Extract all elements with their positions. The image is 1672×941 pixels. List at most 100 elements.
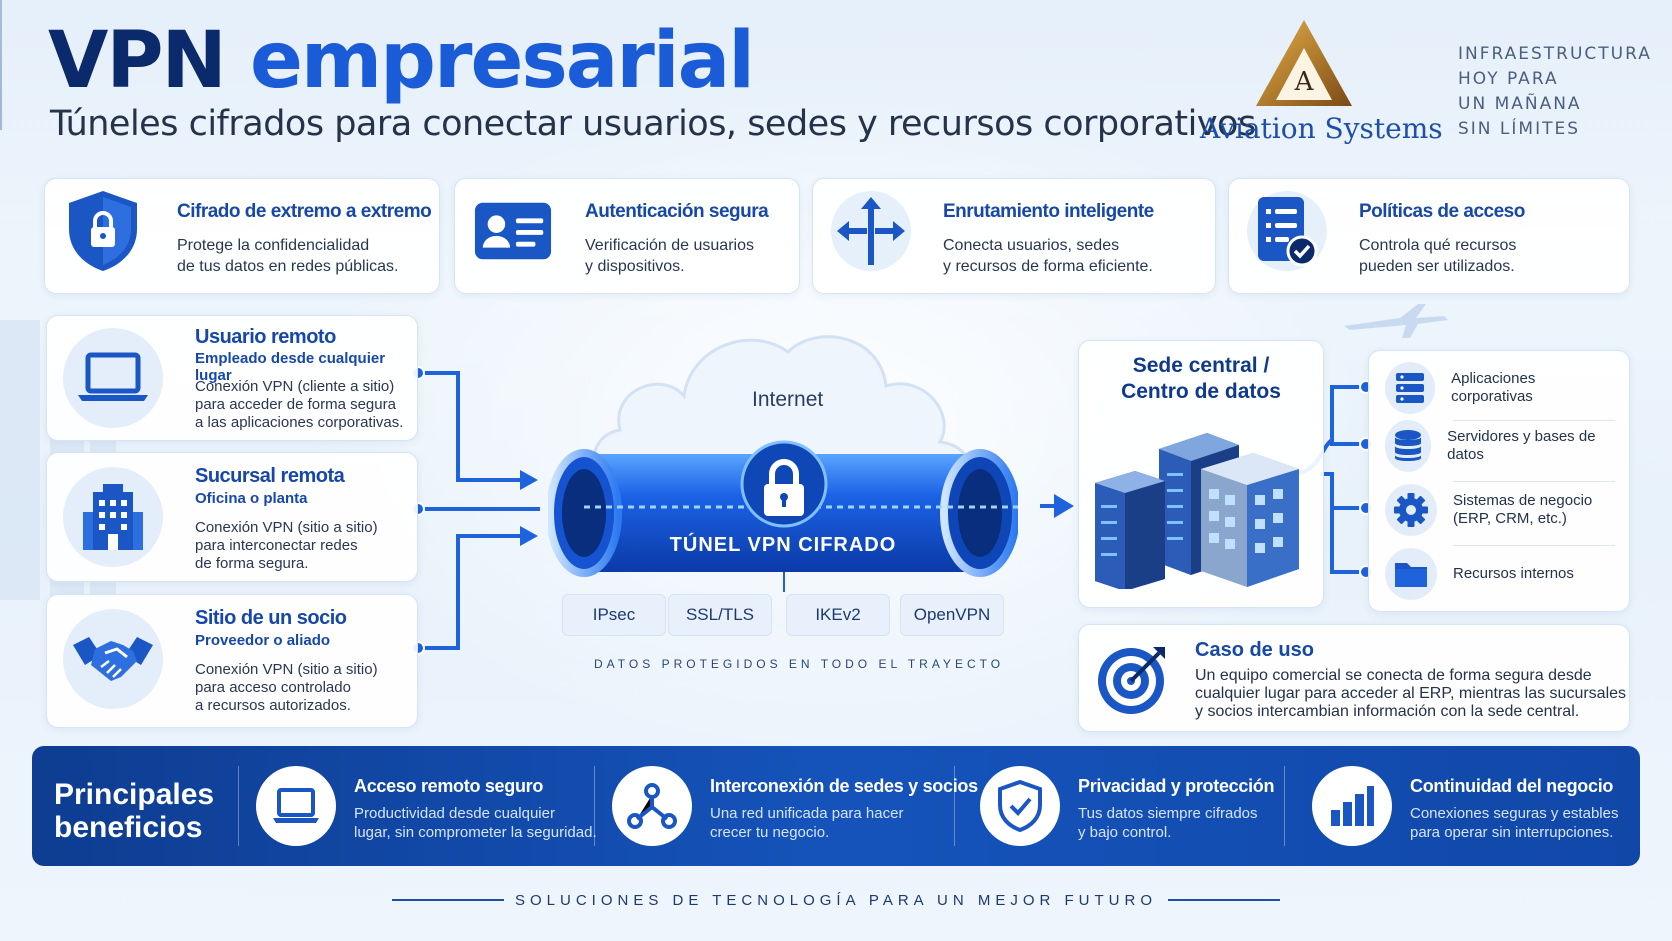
resource-item: Aplicaciones corporativas: [1385, 360, 1615, 416]
slogan-line: SIN LÍMITES: [1458, 119, 1581, 139]
benefit-desc-line: Una red unificada para hacer: [710, 805, 904, 822]
source-title: Usuario remoto: [195, 326, 336, 348]
footer-rule-right: [1168, 899, 1280, 901]
resource-item: Servidores y bases de datos: [1385, 418, 1615, 474]
use-case-desc-line: Un equipo comercial se conecta de forma …: [1195, 667, 1592, 684]
benefit-title: Interconexión de sedes y socios: [710, 776, 978, 796]
benefits-heading-line: Principales: [54, 778, 215, 811]
policy-document-icon: [1247, 191, 1327, 271]
source-desc-line: a recursos autorizados.: [195, 697, 351, 714]
use-case-desc: Un equipo comercial se conecta de forma …: [1195, 667, 1626, 721]
hq-card: Sede central / Centro de datos: [1078, 340, 1324, 608]
benefit-desc-line: y bajo control.: [1078, 824, 1172, 841]
benefit-desc-line: Tus datos siempre cifrados: [1078, 805, 1258, 822]
divider: [1453, 481, 1615, 482]
feature-title: Políticas de acceso: [1359, 201, 1525, 222]
benefit-title: Privacidad y protección: [1078, 776, 1275, 796]
source-card-remote-user: Usuario remoto Empleado desde cualquier …: [46, 315, 418, 441]
benefit-desc-line: Conexiones seguras y estables: [1410, 805, 1619, 822]
source-desc-line: para interconectar redes: [195, 537, 358, 554]
internet-cloud: [592, 335, 972, 488]
protected-caption: DATOS PROTEGIDOS EN TODO EL TRAYECTO: [594, 657, 1005, 671]
feature-desc: Controla qué recursos pueden ser utiliza…: [1359, 235, 1516, 277]
id-card-icon: [473, 191, 553, 271]
resource-label: Recursos internos: [1453, 565, 1574, 583]
benefit-desc: Una red unificada para hacer crecer tu n…: [710, 804, 903, 842]
server-stack-icon: [1385, 362, 1436, 414]
feature-card-encryption: Cifrado de extremo a extremo Protege la …: [44, 178, 440, 294]
feature-desc-line: Conecta usuarios, sedes: [943, 237, 1120, 254]
resource-item: Sistemas de negocio(ERP, CRM, etc.): [1385, 482, 1615, 538]
resource-label: Aplicaciones corporativas: [1451, 370, 1615, 406]
source-title: Sucursal remota: [195, 465, 345, 487]
datacenter-servers-icon: [1095, 433, 1299, 589]
routing-arrows-icon: [831, 191, 911, 271]
source-card-partner: Sitio de un socio Proveedor o aliado Con…: [46, 594, 418, 728]
resource-item: Recursos internos: [1385, 546, 1615, 602]
shield-check-icon: [980, 766, 1060, 846]
feature-desc-line: Controla qué recursos: [1359, 237, 1517, 254]
laptop-icon: [256, 766, 336, 846]
hq-title-line: Sede central /: [1132, 354, 1270, 377]
slogan-line: HOY PARA: [1458, 69, 1559, 89]
source-desc-line: Conexión VPN (cliente a sitio): [195, 378, 395, 395]
benefits-heading: Principales beneficios: [54, 778, 214, 844]
benefit-desc-line: crecer tu negocio.: [710, 824, 830, 841]
benefit-title: Acceso remoto seguro: [354, 776, 544, 796]
feature-desc-line: de tus datos en redes públicas.: [177, 258, 399, 275]
slogan-line: UN MAÑANA: [1458, 94, 1582, 114]
benefit-desc: Productividad desde cualquier lugar, sin…: [354, 804, 597, 842]
divider: [1453, 420, 1615, 421]
resource-label: Servidores y bases de datos: [1447, 428, 1615, 464]
internet-label: Internet: [752, 388, 824, 411]
feature-card-auth: Autenticación segura Verificación de usu…: [454, 178, 800, 294]
target-icon: [1095, 641, 1171, 717]
feature-title: Autenticación segura: [585, 201, 769, 222]
benefit-title: Continuidad del negocio: [1410, 776, 1614, 796]
source-desc-line: Conexión VPN (sitio a sitio): [195, 519, 378, 536]
feature-title: Cifrado de extremo a extremo: [177, 201, 432, 222]
title-vpn: VPN: [48, 16, 227, 106]
source-desc-line: para acceso controlado: [195, 679, 351, 696]
source-subtitle: Oficina o planta: [195, 490, 308, 507]
source-desc-line: a las aplicaciones corporativas.: [195, 414, 404, 431]
source-desc-line: para acceder de forma segura: [195, 396, 396, 413]
benefit-desc: Conexiones seguras y estables para opera…: [1410, 804, 1618, 842]
benefit-desc-line: para operar sin interrupciones.: [1410, 824, 1614, 841]
feature-desc: Protege la confidencialidad de tus datos…: [177, 235, 398, 277]
bar-chart-icon: [1312, 766, 1392, 846]
resource-label-line: Sistemas de negocio: [1453, 492, 1593, 509]
divider: [594, 766, 595, 846]
protocol-badge: SSL/TLS: [668, 594, 772, 636]
feature-card-policies: Políticas de acceso Controla qué recurso…: [1228, 178, 1630, 294]
resource-label: Sistemas de negocio(ERP, CRM, etc.): [1453, 492, 1592, 528]
network-nodes-icon: [612, 766, 692, 846]
feature-desc-line: pueden ser utilizados.: [1359, 258, 1515, 275]
source-desc: Conexión VPN (cliente a sitio) para acce…: [195, 378, 403, 432]
protocol-badge: OpenVPN: [900, 594, 1004, 636]
feature-desc: Conecta usuarios, sedes y recursos de fo…: [943, 235, 1153, 277]
brand-name: Aviation Systems: [1200, 112, 1443, 145]
page-title: VPN empresarial: [48, 22, 755, 100]
divider: [954, 766, 955, 846]
feature-desc-line: Verificación de usuarios: [585, 237, 754, 254]
source-card-branch: Sucursal remota Oficina o planta Conexió…: [46, 452, 418, 582]
protocol-badge: IKEv2: [786, 594, 890, 636]
source-desc-line: Conexión VPN (sitio a sitio): [195, 661, 378, 678]
vpn-tunnel: [548, 440, 1018, 577]
resources-card: Aplicaciones corporativas Servidores y b…: [1368, 350, 1630, 612]
handshake-icon: [63, 609, 163, 709]
database-icon: [1385, 420, 1432, 472]
resource-label-line: Recursos internos: [1453, 565, 1574, 582]
tunnel-label: TÚNEL VPN CIFRADO: [669, 534, 897, 556]
footer-rule-left: [392, 899, 504, 901]
source-subtitle: Proveedor o aliado: [195, 632, 331, 649]
laptop-icon: [63, 328, 163, 428]
source-subtitle: Empleado desde cualquier lugar: [195, 350, 386, 384]
shield-lock-icon: [63, 191, 143, 271]
source-desc-line: de forma segura.: [195, 555, 309, 572]
use-case-title: Caso de uso: [1195, 639, 1314, 661]
divider: [238, 766, 239, 846]
use-case-desc-line: y socios intercambian información con la…: [1195, 703, 1580, 720]
building-icon: [63, 467, 163, 567]
